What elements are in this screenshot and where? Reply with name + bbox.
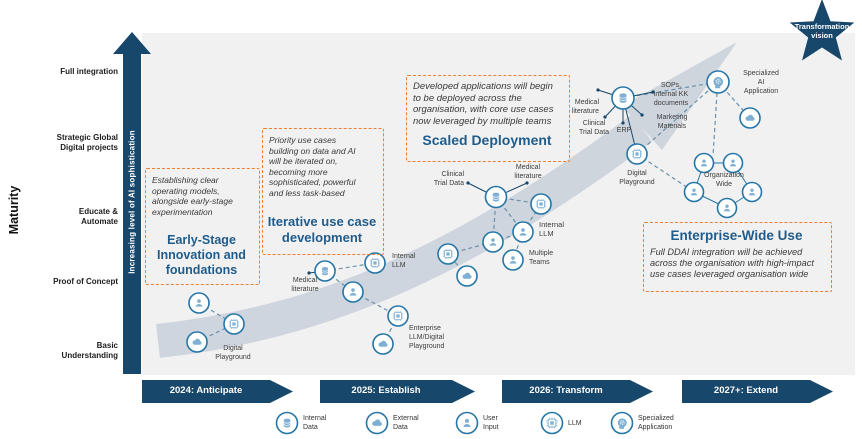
node-enterprise-llm: [387, 305, 409, 327]
legend-label-external-data: External Data: [393, 415, 419, 431]
label-enterprise-llm: Enterprise LLM/Digital Playground: [409, 325, 445, 350]
label-marketing-materials: Marketing Materials: [656, 114, 688, 130]
timeline-label-2024: 2024: Anticipate: [169, 385, 243, 396]
legend-chip-icon: [540, 411, 564, 435]
stage-heading-scaled-deployment: Scaled Deployment: [422, 132, 552, 148]
timeline-label-2027: 2027+: Extend: [713, 385, 779, 396]
label-medical-literature-2026: Medical literature: [514, 164, 542, 180]
timeline-arrow-2024: [142, 380, 293, 403]
node-database-2026: [484, 185, 508, 209]
ai-sophistication-arrow-label: Increasing level of AI sophistication: [127, 130, 137, 274]
y-level-strategic-global: Strategic Global Digital projects: [56, 133, 118, 152]
node-multiple-teams: [502, 249, 524, 271]
stage-description-scaled-deployment: Developed applications will begin to be …: [413, 81, 554, 127]
y-level-proof-of-concept: Proof of Concept: [53, 277, 118, 286]
legend-user-icon: [455, 411, 479, 435]
node-cloud-2024: [186, 331, 208, 353]
node-chip-2026: [530, 193, 552, 215]
label-medical-literature-2025: Medical literature: [291, 277, 319, 293]
stage-heading-iterative: Iterative use case development: [267, 214, 377, 245]
stage-description-iterative: Priority use cases building on data and …: [269, 135, 356, 198]
stage-box-scaled-deployment: [406, 75, 570, 162]
node-internal-llm-2025: [364, 252, 386, 274]
y-level-educate-automate: Educate & Automate: [78, 207, 118, 226]
label-internal-llm-2026: Internal LLM: [539, 220, 565, 239]
label-internal-llm-2025: Internal LLM: [392, 253, 416, 269]
stage-box-early-stage: [145, 168, 260, 285]
timeline-label-2025: 2025: Establish: [351, 385, 421, 396]
node-user-2024: [188, 292, 210, 314]
maturity-axis-arrow: [113, 32, 151, 374]
chip-icon: [392, 310, 404, 322]
stage-box-enterprise-wide: [643, 222, 832, 292]
node-cloud-2027: [739, 107, 761, 129]
timeline-label-2026: 2026: Transform: [529, 385, 603, 396]
label-clinical-trial-data-2026: Clinical Trial Data: [433, 171, 464, 187]
legend-label-user-input: User Input: [483, 415, 499, 431]
node-org-user-4: [741, 181, 763, 203]
label-organization-wide: Organization Wide: [704, 172, 744, 188]
node-org-user-3: [683, 181, 705, 203]
timeline-arrow-2027: [682, 380, 833, 403]
database-icon: [492, 192, 500, 202]
stage-description-enterprise-wide: Full DDAI integration will be achieved a…: [650, 247, 814, 279]
database-icon: [321, 266, 329, 276]
label-specialized-ai-application: Specialized AI Application: [743, 70, 779, 95]
chip-icon: [228, 318, 240, 330]
legend-head-gear-icon: [610, 411, 634, 435]
vision-star-label: Transformation vision: [794, 22, 850, 40]
y-level-full-integration: Full integration: [60, 67, 118, 76]
vision-star: [789, 0, 855, 61]
chip-icon: [442, 248, 454, 260]
node-user-left-2026: [482, 231, 504, 253]
node-specialized-ai-application: [706, 70, 730, 94]
chip-icon: [631, 148, 643, 160]
label-dots: [307, 88, 655, 275]
timeline-arrow-2026: [502, 380, 653, 403]
legend-icons: [275, 411, 634, 435]
legend-label-internal-data: Internal Data: [303, 415, 327, 431]
timeline-arrows: [142, 380, 833, 403]
node-chip-transition: [437, 243, 459, 265]
legend-label-specialized-application: Specialized Application: [638, 415, 674, 431]
stage-heading-enterprise-wide: Enterprise-Wide Use: [670, 228, 803, 243]
node-medical-literature-2025: [314, 260, 336, 282]
node-org-user-1: [693, 152, 715, 174]
database-icon: [619, 93, 627, 104]
node-org-user-5: [716, 197, 738, 219]
label-sops: SOPs, internal KK documents: [653, 82, 689, 107]
label-multiple-teams: Multiple Teams: [529, 250, 554, 266]
node-org-user-2: [722, 152, 744, 174]
stage-heading-early-stage: Early-Stage Innovation and foundations: [157, 233, 246, 277]
legend-database-icon: [275, 411, 299, 435]
node-cloud-transition: [456, 265, 478, 287]
nodes: [186, 70, 763, 355]
label-medical-literature-hub: Medical literature: [571, 99, 599, 115]
node-user-2025: [342, 281, 364, 303]
node-data-hub: [611, 86, 635, 110]
node-digital-playground-2024: [223, 313, 245, 335]
stage-description-early-stage: Establishing clear operating models, alo…: [152, 175, 233, 217]
timeline-arrow-2025: [320, 380, 475, 403]
legend-cloud-icon: [365, 411, 389, 435]
stage-box-iterative: [262, 128, 384, 255]
node-user-internal-llm-2026: [512, 221, 534, 243]
node-digital-playground-2026: [626, 143, 648, 165]
label-clinical-trial-data-hub: Clinical Trial Data: [578, 120, 610, 136]
chip-icon: [369, 257, 381, 269]
label-digital-playground-2024: Digital Playground: [215, 345, 251, 361]
legend-label-llm: LLM: [568, 420, 582, 427]
node-cloud-2025: [372, 333, 394, 355]
label-erp: ERP: [616, 127, 632, 134]
y-level-basic-understanding: Basic Understanding: [61, 341, 118, 360]
chip-icon: [535, 198, 547, 210]
label-digital-playground-2026: Digital Playground: [619, 170, 655, 186]
